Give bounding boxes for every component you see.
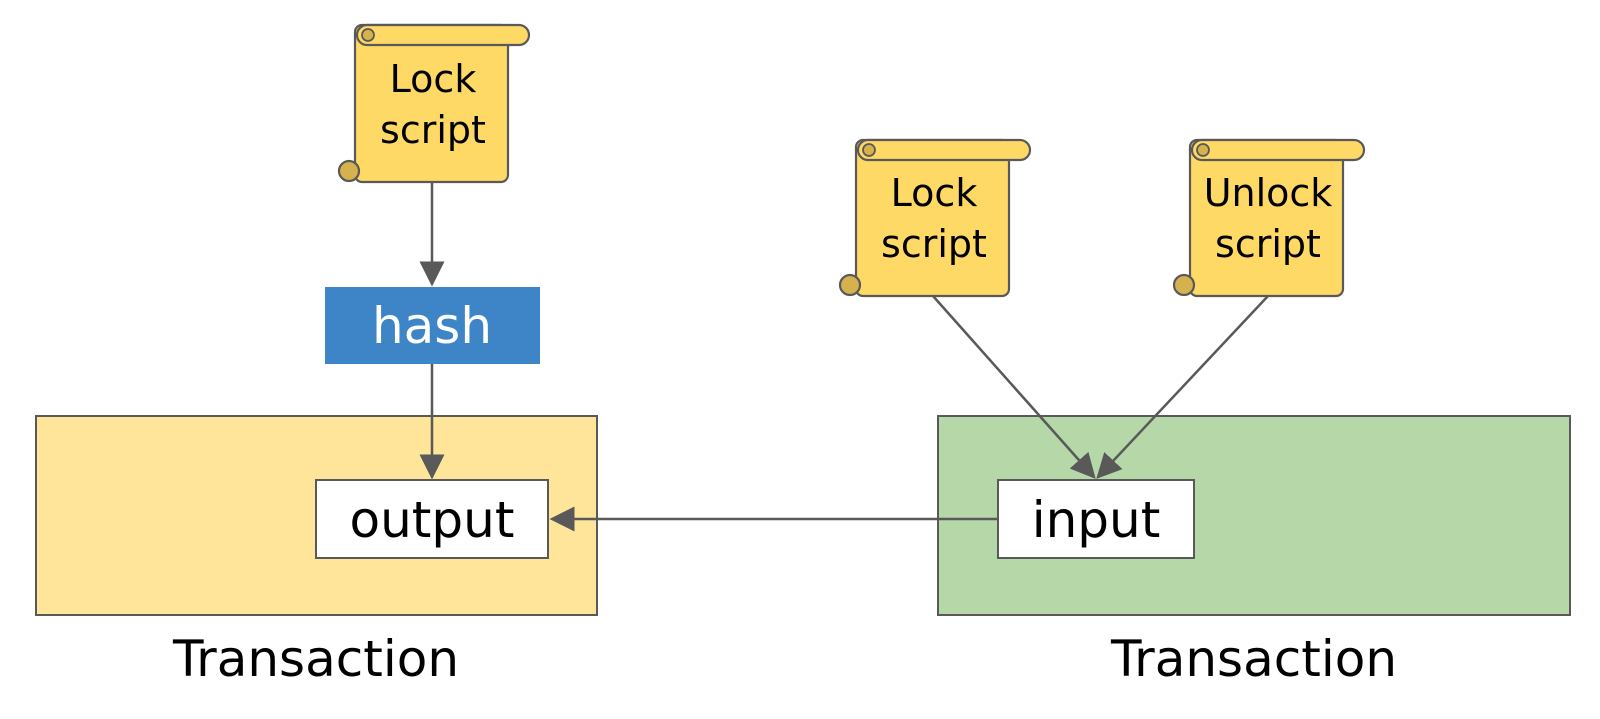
left-lock-script-line2: script xyxy=(380,108,486,152)
scroll-icon-right-unlock: Unlock script xyxy=(1172,138,1366,298)
left-transaction-caption: Transaction xyxy=(172,630,459,688)
hash-label: hash xyxy=(372,297,492,355)
hash-box xyxy=(325,287,540,364)
input-slot xyxy=(997,479,1195,559)
right-unlock-script-line2: script xyxy=(1215,222,1321,266)
left-lock-script-line1: Lock xyxy=(390,57,477,101)
scroll-icon-right-lock: Lock script xyxy=(838,138,1032,298)
right-lock-script-line1: Lock xyxy=(891,171,978,215)
arrow-unlock-script-to-input xyxy=(1096,295,1269,479)
arrow-lock-script-to-input xyxy=(932,295,1096,479)
output-slot xyxy=(315,479,549,559)
scroll-icon-left-lock: Lock script xyxy=(337,23,531,184)
right-transaction-caption: Transaction xyxy=(1110,630,1397,688)
right-unlock-script-line1: Unlock xyxy=(1204,171,1333,215)
output-label: output xyxy=(350,491,515,549)
input-label: input xyxy=(1032,491,1161,549)
right-lock-script-line2: script xyxy=(881,222,987,266)
